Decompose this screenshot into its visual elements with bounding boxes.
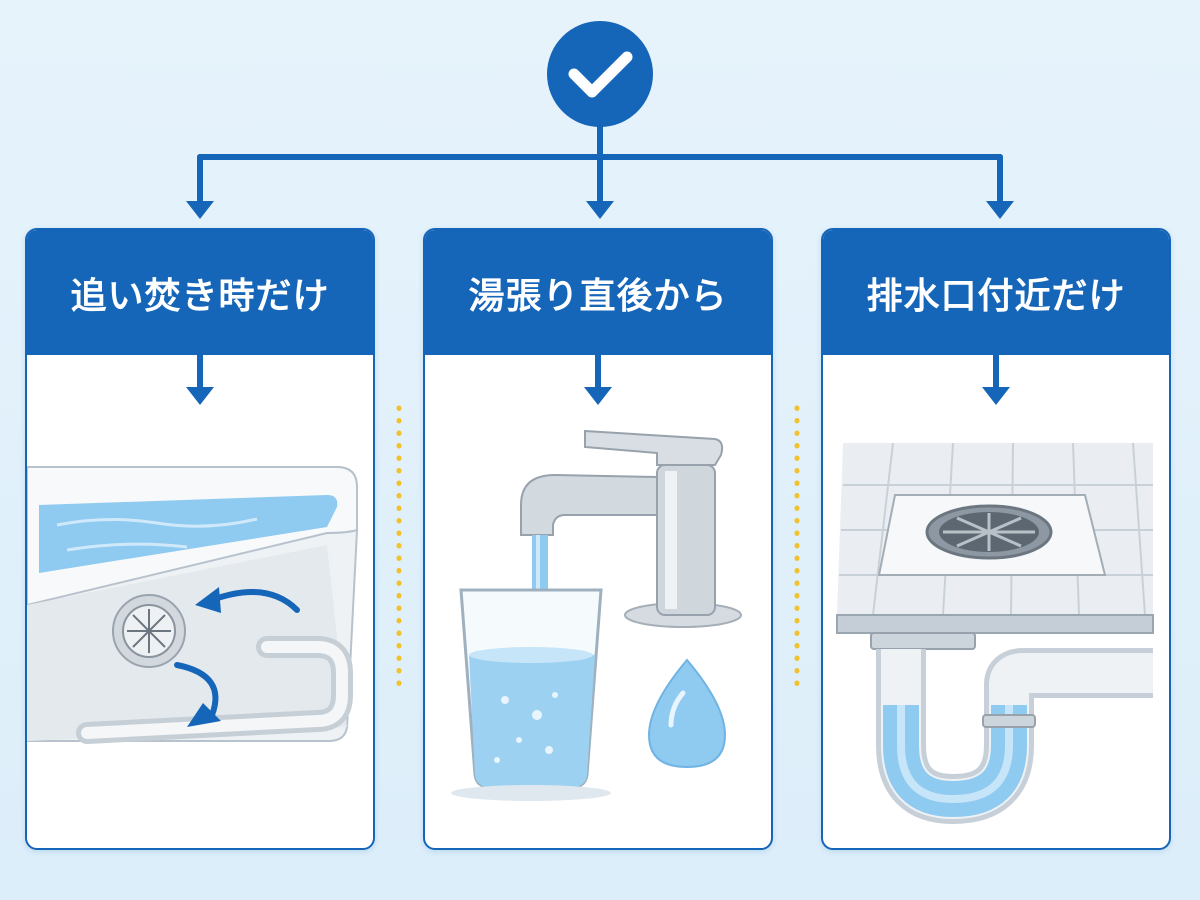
card-title: 追い焚き時だけ xyxy=(70,275,330,317)
card-body xyxy=(823,355,1169,848)
faucet-glass-water-icon xyxy=(451,429,742,801)
option-card-reheat: 追い焚き時だけ xyxy=(25,228,375,850)
card-body xyxy=(425,355,771,848)
arrow-down-icon xyxy=(586,201,614,219)
option-card-after-filling: 湯張り直後から xyxy=(423,228,773,850)
card-title: 排水口付近だけ xyxy=(866,275,1126,317)
card-title: 湯張り直後から xyxy=(468,275,728,317)
arrow-down-icon xyxy=(584,355,612,405)
card-header: 湯張り直後から xyxy=(425,230,771,355)
card-header: 排水口付近だけ xyxy=(823,230,1169,355)
arrow-down-icon xyxy=(986,201,1014,219)
arrow-down-icon xyxy=(982,355,1010,405)
branch-lines xyxy=(197,124,1003,208)
card-header: 追い焚き時だけ xyxy=(27,230,373,355)
arrow-down-icon xyxy=(186,355,214,405)
card-body xyxy=(27,355,373,848)
option-card-drain: 排水口付近だけ xyxy=(821,228,1171,850)
arrow-down-icon xyxy=(186,201,214,219)
floor-drain-trap-icon xyxy=(836,442,1154,824)
bathtub-reheat-port-icon xyxy=(27,466,358,744)
check-icon xyxy=(547,21,653,127)
dotted-separator xyxy=(396,405,800,693)
